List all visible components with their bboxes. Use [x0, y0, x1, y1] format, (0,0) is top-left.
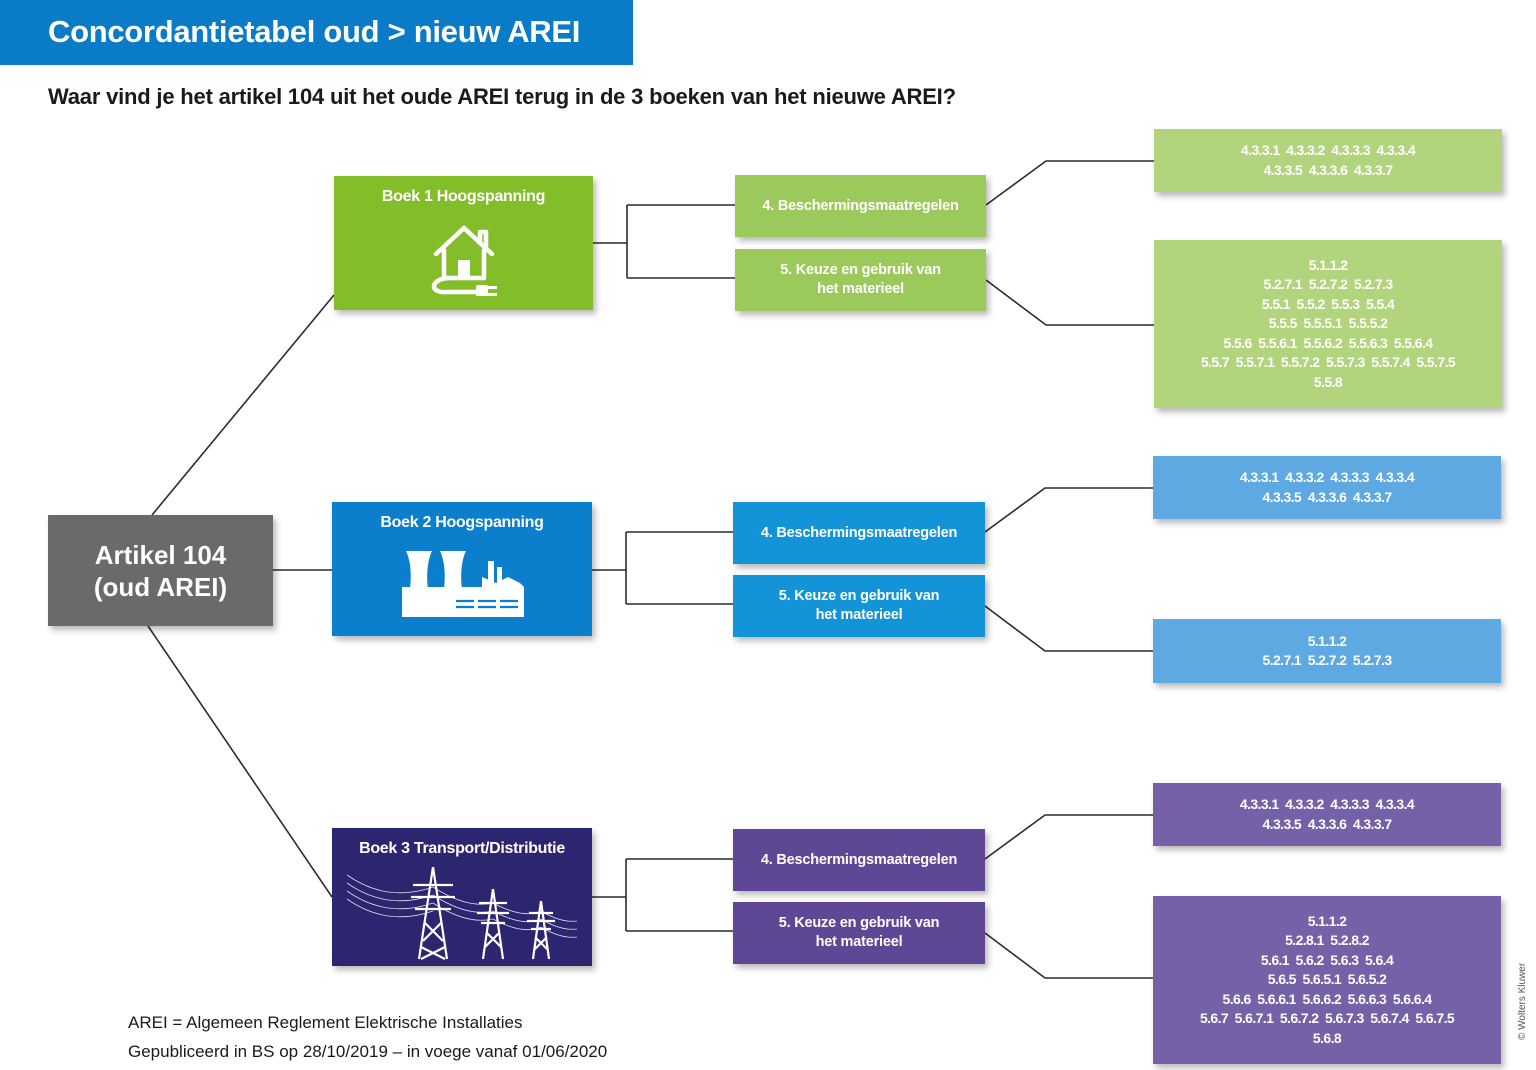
ref-line: 5.6.1 5.6.2 5.6.3 5.6.4	[1260, 951, 1394, 968]
book-3-title: Boek 3 Transport/Distributie	[359, 840, 565, 857]
ref-line: 4.3.3.1 4.3.3.2 4.3.3.3 4.3.3.4	[1239, 796, 1415, 812]
root-node-artikel-104: Artikel 104 (oud AREI)	[48, 515, 273, 626]
book-2-chapter-5-label-2: het materieel	[815, 607, 903, 623]
ref-line: 4.3.3.5 4.3.3.6 4.3.3.7	[1263, 161, 1394, 178]
book-2-ref-chapter-5: 5.1.1.2 5.2.7.1 5.2.7.2 5.2.7.3	[1153, 619, 1501, 683]
ref-line: 5.6.8	[1312, 1029, 1342, 1046]
book-1-chapter-5-label-2: het materieel	[817, 281, 904, 297]
book-3-chapter-5-label: 5. Keuze en gebruik van	[778, 915, 940, 931]
book-1-chapter-4-label: 4. Beschermingsmaatregelen	[762, 197, 959, 214]
connector-book3-ref2	[984, 932, 1153, 979]
book-3-ref-chapter-5: 5.1.1.2 5.2.8.1 5.2.8.2 5.6.1 5.6.2 5.6.…	[1153, 896, 1501, 1064]
book-2-chapter-4: 4. Beschermingsmaatregelen	[733, 502, 985, 564]
connector-root-book3	[147, 625, 333, 898]
ref-line: 5.5.8	[1313, 373, 1343, 390]
book-1-node: Boek 1 Hoogspanning	[334, 176, 593, 310]
ref-line: 5.2.8.1 5.2.8.2	[1285, 932, 1369, 949]
book-2-chapter-5: 5. Keuze en gebruik van het materieel	[733, 575, 985, 637]
page-subtitle: Waar vind je het artikel 104 uit het oud…	[48, 84, 956, 109]
page-title: Concordantietabel oud > nieuw AREI	[48, 14, 581, 49]
book-3-ref-chapter-4: 4.3.3.1 4.3.3.2 4.3.3.3 4.3.3.4 4.3.3.5 …	[1153, 783, 1501, 846]
ref-line: 5.5.5 5.5.5.1 5.5.5.2	[1268, 315, 1388, 332]
ref-line: 5.5.6 5.5.6.1 5.5.6.2 5.5.6.3 5.5.6.4	[1223, 334, 1434, 351]
book-1-chapter-4: 4. Beschermingsmaatregelen	[735, 175, 986, 237]
ref-line: 5.6.5 5.6.5.1 5.6.5.2	[1267, 971, 1387, 988]
connector-book1-ref2	[985, 279, 1154, 326]
copyright-notice: © Wolters Kluwer	[1517, 962, 1528, 1040]
connector-book2-ref2	[984, 605, 1153, 652]
book-1-chapter-5-label: 5. Keuze en gebruik van	[780, 262, 941, 278]
power-plant-icon	[402, 551, 524, 617]
root-title: Artikel 104	[94, 539, 227, 570]
ref-line: 4.3.3.5 4.3.3.6 4.3.3.7	[1262, 488, 1393, 505]
book-2-title: Boek 2 Hoogspanning	[380, 514, 544, 531]
title-banner: Concordantietabel oud > nieuw AREI	[0, 0, 633, 65]
connector-book1-ref1	[985, 160, 1154, 206]
house-plug-icon	[431, 225, 497, 296]
book-2-node: Boek 2 Hoogspanning	[332, 502, 592, 636]
book-1-ref-chapter-4: 4.3.3.1 4.3.3.2 4.3.3.3 4.3.3.4 4.3.3.5 …	[1154, 129, 1502, 192]
footnote-definition: AREI = Algemeen Reglement Elektrische In…	[128, 1013, 523, 1032]
ref-line: 5.1.1.2	[1307, 632, 1347, 649]
book-3-chapter-4: 4. Beschermingsmaatregelen	[733, 829, 985, 891]
ref-line: 5.2.7.1 5.2.7.2 5.2.7.3	[1262, 652, 1393, 668]
footnote-published: Gepubliceerd in BS op 28/10/2019 – in vo…	[128, 1042, 608, 1061]
book-1-ref-chapter-5: 5.1.1.2 5.2.7.1 5.2.7.2 5.2.7.3 5.5.1 5.…	[1154, 240, 1502, 408]
book-2-chapter-4-label: 4. Beschermingsmaatregelen	[760, 524, 958, 541]
ref-line: 5.5.7 5.5.7.1 5.5.7.2 5.5.7.3 5.5.7.4 5.…	[1200, 354, 1456, 371]
ref-line: 5.5.1 5.5.2 5.5.3 5.5.4	[1261, 295, 1395, 312]
connector-book2-ref1	[984, 487, 1153, 533]
book-1-title: Boek 1 Hoogspanning	[381, 188, 546, 205]
connector-root-book1	[151, 294, 335, 516]
connector-book3-ref1	[984, 814, 1153, 860]
book-3-chapter-5: 5. Keuze en gebruik van het materieel	[733, 902, 985, 964]
book-2-chapter-5-label: 5. Keuze en gebruik van	[778, 588, 940, 604]
book-1-chapter-5: 5. Keuze en gebruik van het materieel	[735, 249, 986, 311]
book-3-chapter-4-label: 4. Beschermingsmaatregelen	[760, 851, 958, 868]
ref-line: 4.3.3.1 4.3.3.2 4.3.3.3 4.3.3.4	[1239, 469, 1415, 485]
book-3-chapter-5-label-2: het materieel	[815, 934, 903, 950]
ref-line: 5.6.6 5.6.6.1 5.6.6.2 5.6.6.3 5.6.6.4	[1222, 990, 1433, 1007]
ref-line: 4.3.3.1 4.3.3.2 4.3.3.3 4.3.3.4	[1240, 142, 1416, 158]
ref-line: 5.6.7 5.6.7.1 5.6.7.2 5.6.7.3 5.6.7.4 5.…	[1199, 1010, 1455, 1027]
book-3-node: Boek 3 Transport/Distributie	[332, 828, 592, 966]
ref-line: 5.2.7.1 5.2.7.2 5.2.7.3	[1263, 276, 1394, 293]
book-2-ref-chapter-4: 4.3.3.1 4.3.3.2 4.3.3.3 4.3.3.4 4.3.3.5 …	[1153, 456, 1501, 519]
ref-line: 5.1.1.2	[1308, 256, 1348, 273]
ref-line: 4.3.3.5 4.3.3.6 4.3.3.7	[1262, 815, 1393, 832]
pylons-icon	[347, 866, 577, 960]
root-subtitle: (oud AREI)	[93, 571, 228, 602]
ref-line: 5.1.1.2	[1307, 912, 1347, 929]
